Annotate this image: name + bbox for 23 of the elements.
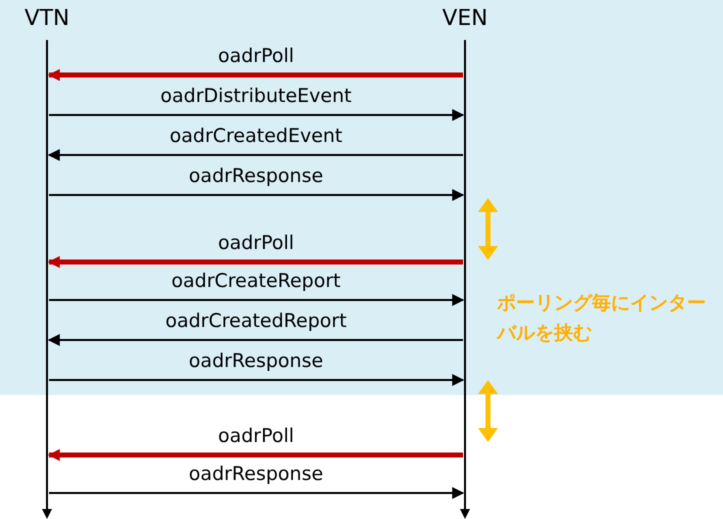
message-label: oadrResponse [188,463,324,485]
message-arrow [48,149,463,161]
message-arrow [48,69,463,81]
message-label: oadrPoll [218,232,294,254]
message-label: oadrCreateReport [171,270,341,292]
message-arrow [48,334,463,346]
message-label: oadrCreatedReport [165,310,347,332]
message-label: oadrResponse [188,350,324,372]
message-arrow [49,374,464,386]
message-arrow [49,487,464,499]
note-text: ポーリング毎にインターバルを挟む [497,291,707,346]
message-arrow [49,109,464,121]
lifeline-label: VEN [441,6,489,31]
message-label: oadrResponse [188,165,324,187]
message-arrow [48,449,463,461]
message-label: oadrDistributeEvent [160,85,352,107]
message-label: oadrCreatedEvent [170,125,342,147]
message-label: oadrPoll [218,425,294,447]
lifeline-label: VTN [24,6,70,31]
message-arrow [49,189,464,201]
message-arrow [48,256,463,268]
message-arrow [49,294,464,306]
message-label: oadrPoll [218,45,294,67]
